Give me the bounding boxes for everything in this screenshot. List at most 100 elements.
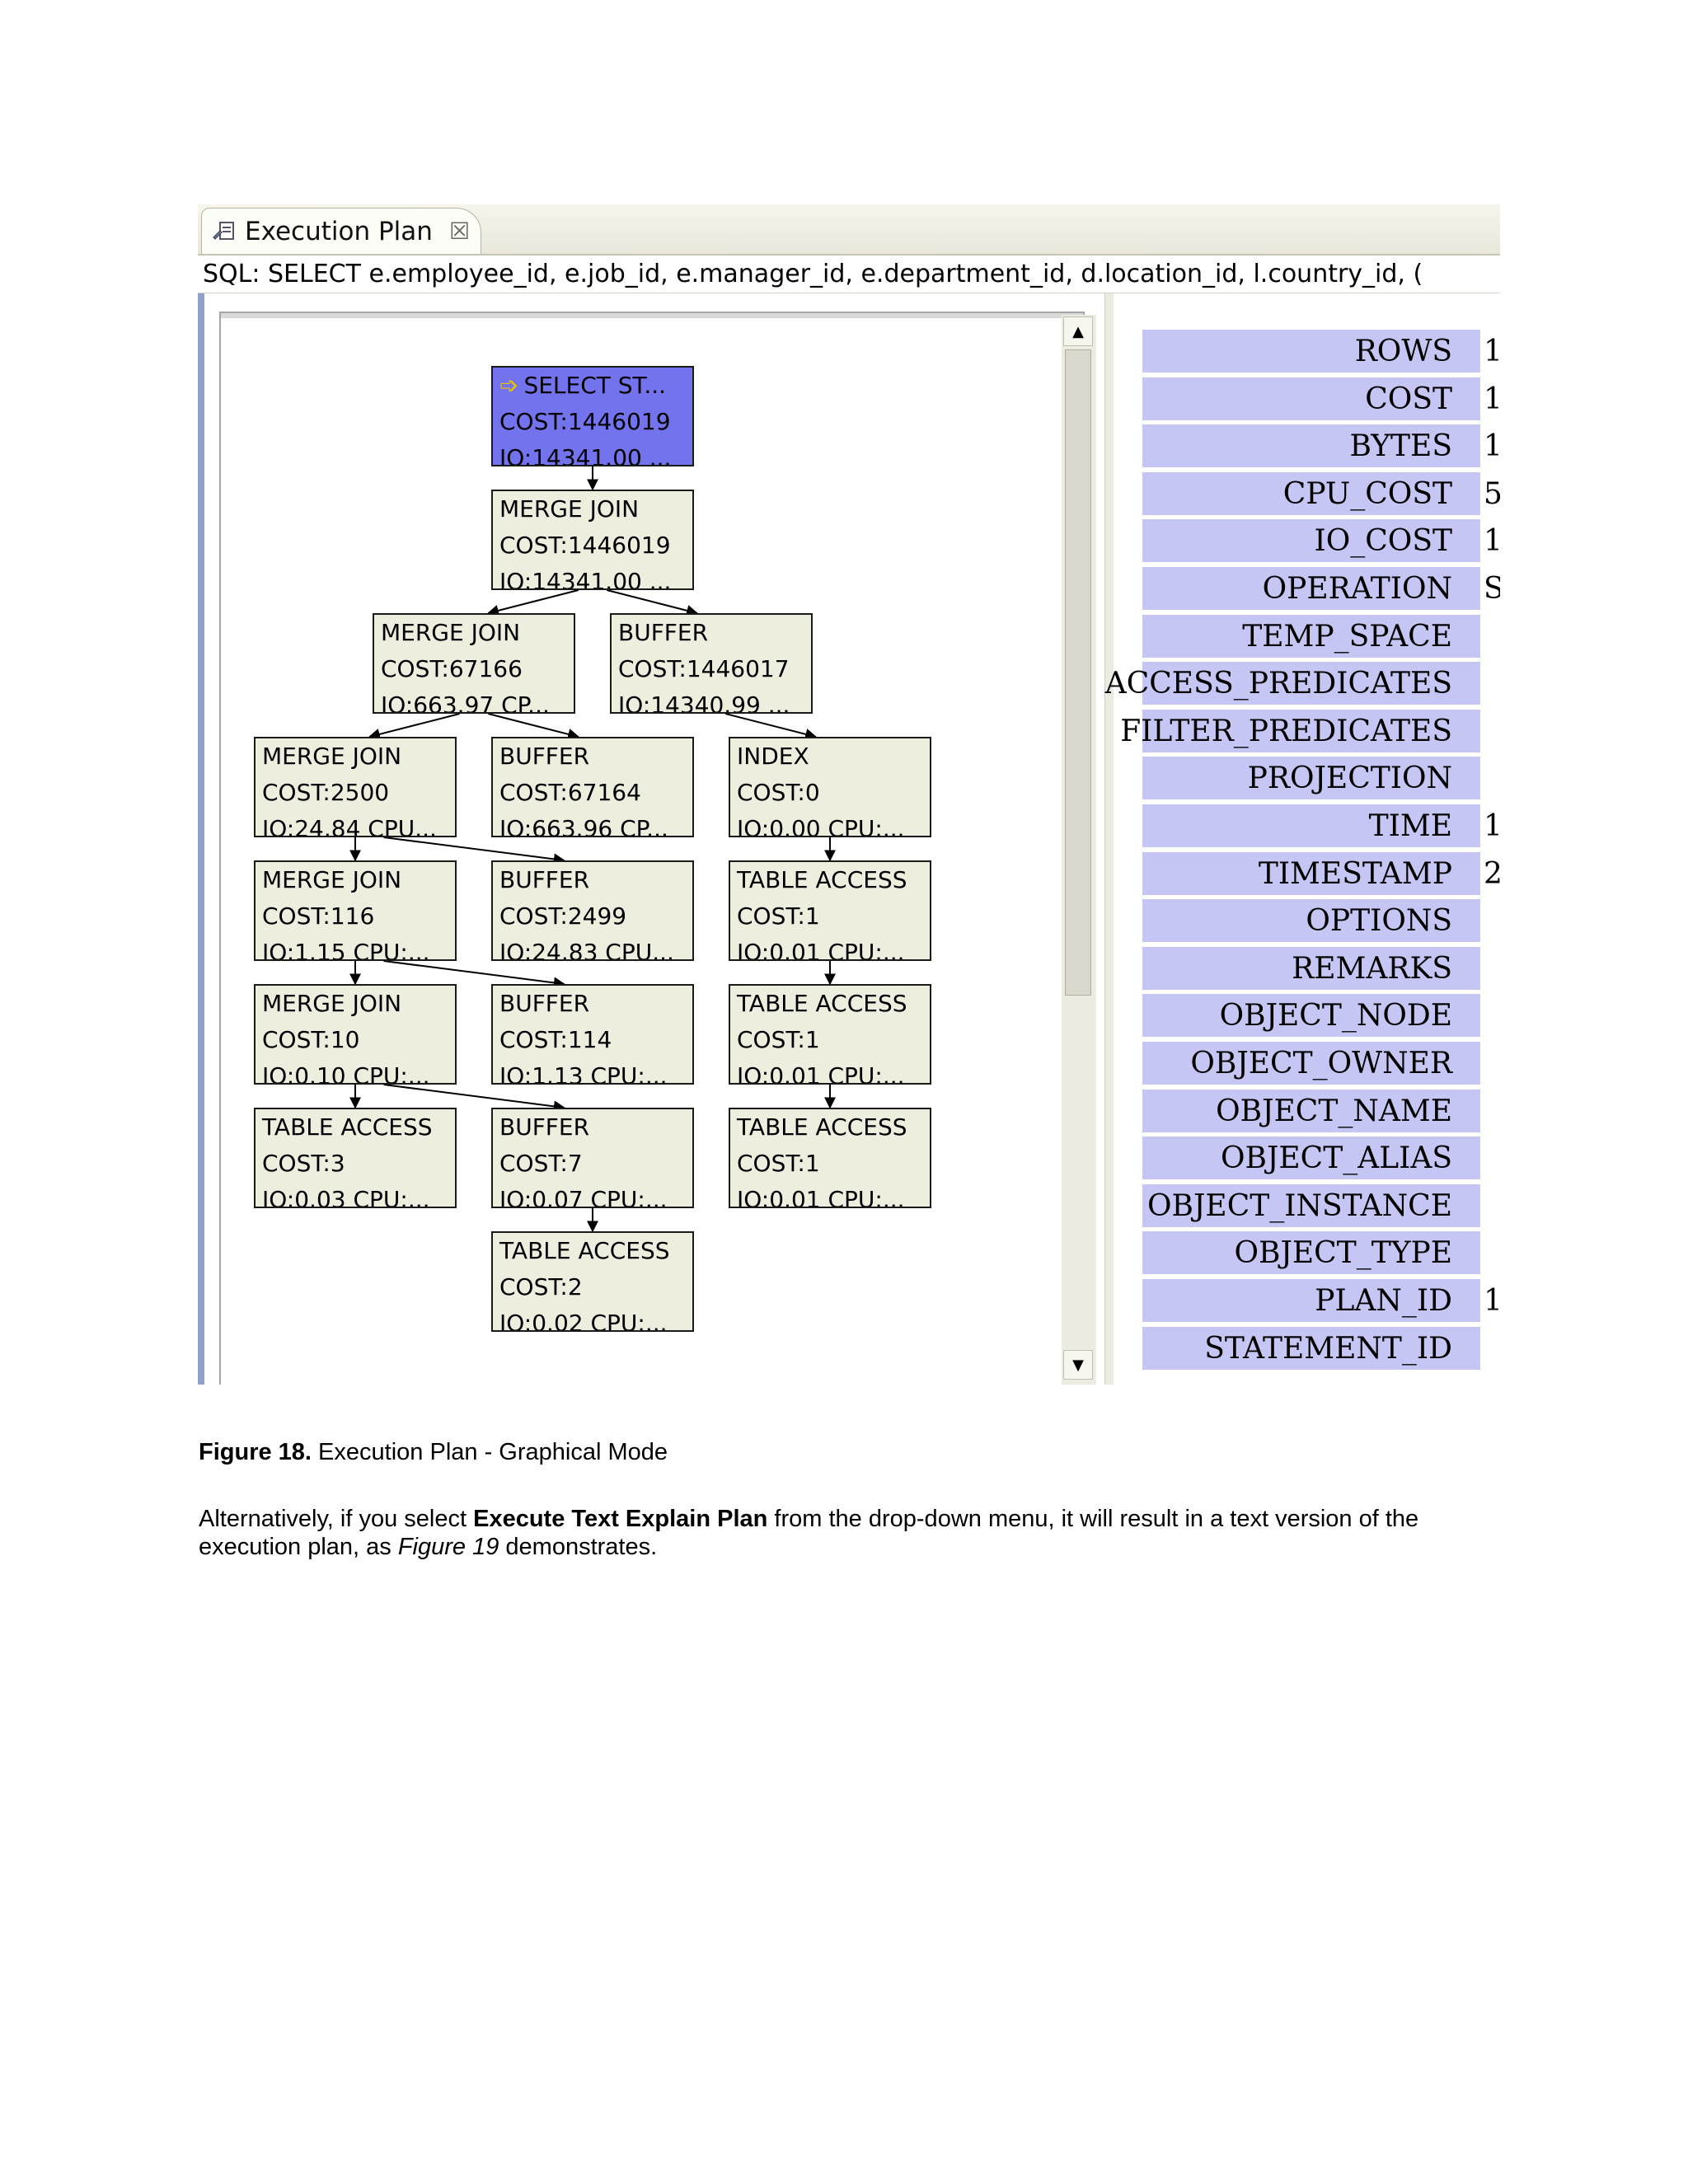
plan-node-operation: MERGE JOIN <box>381 619 521 646</box>
property-bar: OBJECT_INSTANCE <box>1142 1183 1480 1227</box>
property-name: COST <box>1365 382 1452 416</box>
scrollbar-thumb[interactable] <box>1065 349 1091 996</box>
property-value: 1 <box>1484 429 1500 464</box>
plan-node-cost: COST:114 <box>499 1026 612 1053</box>
plan-node-operation: ➩SELECT ST... <box>499 373 666 399</box>
plan-node-operation: TABLE ACCESS <box>262 1113 433 1141</box>
graph-vertical-scrollbar[interactable]: ▲ ▼ <box>1062 315 1096 1385</box>
property-value: 1 <box>1484 809 1500 843</box>
property-value: S <box>1484 572 1500 606</box>
property-bar: OPTIONS <box>1142 899 1480 943</box>
plan-node-io: IO:14341.00 ... <box>499 568 672 590</box>
property-name: OPTIONS <box>1306 904 1452 939</box>
property-bar: TIME <box>1142 804 1480 847</box>
plan-node-cost: COST:2499 <box>499 902 627 930</box>
plan-node-operation: MERGE JOIN <box>499 495 640 523</box>
plan-node-cost: COST:1446017 <box>618 655 790 682</box>
figure-label: Figure 18. <box>199 1439 312 1465</box>
property-row: COST 1 <box>1142 377 1500 420</box>
plan-node-cost: COST:1 <box>737 1026 820 1053</box>
tab-execution-plan[interactable]: Execution Plan ☒ <box>201 208 481 254</box>
plan-node-io: IO:14340.99 ... <box>618 691 790 714</box>
property-name: FILTER_PREDICATES <box>1120 714 1452 748</box>
plan-edges <box>349 466 836 1233</box>
property-bar: ROWS <box>1142 330 1480 373</box>
plan-node-cost: COST:0 <box>737 779 820 806</box>
plan-node-io: IO:0.03 CPU:... <box>262 1186 430 1208</box>
para-text-1: Alternatively, if you select <box>199 1506 474 1532</box>
property-name: OBJECT_NODE <box>1219 999 1452 1033</box>
property-name: OBJECT_NAME <box>1216 1094 1452 1128</box>
canvas-top-shadow <box>221 313 1083 318</box>
property-bar: BYTES <box>1142 424 1480 468</box>
property-row: TEMP_SPACE <box>1142 614 1500 658</box>
property-row: REMARKS <box>1142 946 1500 990</box>
plan-node-io: IO:0.10 CPU:... <box>262 1062 430 1085</box>
close-icon[interactable]: ☒ <box>448 218 471 245</box>
current-step-arrow-icon: ➩ <box>499 372 519 399</box>
plan-edge-n4-n8 <box>383 837 565 865</box>
property-name: OBJECT_TYPE <box>1234 1236 1452 1271</box>
plan-node-operation: TABLE ACCESS <box>737 866 907 893</box>
scroll-up-icon[interactable]: ▲ <box>1063 316 1093 346</box>
plan-edge-n1-n2 <box>486 589 579 616</box>
property-name: PLAN_ID <box>1315 1284 1452 1318</box>
plan-node-operation: BUFFER <box>499 743 590 770</box>
figure-caption-text: Execution Plan - Graphical Mode <box>312 1439 668 1465</box>
plan-node-cost: COST:3 <box>262 1150 345 1177</box>
property-name: IO_COST <box>1314 524 1452 559</box>
property-row: PROJECTION <box>1142 757 1500 800</box>
property-bar: OBJECT_OWNER <box>1142 1042 1480 1085</box>
property-bar: OBJECT_NAME <box>1142 1089 1480 1132</box>
property-value: 1 <box>1484 382 1500 416</box>
property-bar: TEMP_SPACE <box>1142 614 1480 658</box>
property-bar: OBJECT_NODE <box>1142 994 1480 1038</box>
plan-edge-n7-n11 <box>383 960 565 989</box>
plan-node-cost: COST:1446019 <box>499 408 671 435</box>
plan-edge-n2-n4 <box>368 713 460 740</box>
plan-node-cost: COST:1 <box>737 902 820 930</box>
property-bar: REMARKS <box>1142 946 1480 990</box>
property-value: 5 <box>1484 476 1500 511</box>
plan-node-cost: COST:116 <box>262 902 375 930</box>
property-value: 1 <box>1484 524 1500 559</box>
property-name: ROWS <box>1354 335 1452 368</box>
scroll-down-icon[interactable]: ▼ <box>1063 1350 1093 1380</box>
property-value: 1 <box>1484 1284 1500 1318</box>
figure-caption: Figure 18. Execution Plan - Graphical Mo… <box>199 1439 668 1466</box>
property-value: 1 <box>1484 335 1500 368</box>
property-name: REMARKS <box>1292 951 1452 986</box>
property-name: TEMP_SPACE <box>1242 619 1452 654</box>
property-bar: OPERATION <box>1142 567 1480 610</box>
plan-node-operation: INDEX <box>737 743 809 770</box>
plan-node-operation: BUFFER <box>499 990 590 1017</box>
property-name: STATEMENT_ID <box>1204 1331 1452 1366</box>
plan-edge-n10-n14 <box>383 1084 565 1113</box>
property-name: TIME <box>1368 809 1452 843</box>
property-name: BYTES <box>1349 429 1452 464</box>
pane-splitter[interactable] <box>1104 293 1114 1385</box>
property-bar: ACCESS_PREDICATES <box>1105 662 1480 705</box>
property-bar: COST <box>1142 377 1480 420</box>
property-row: OBJECT_INSTANCE <box>1142 1183 1500 1227</box>
